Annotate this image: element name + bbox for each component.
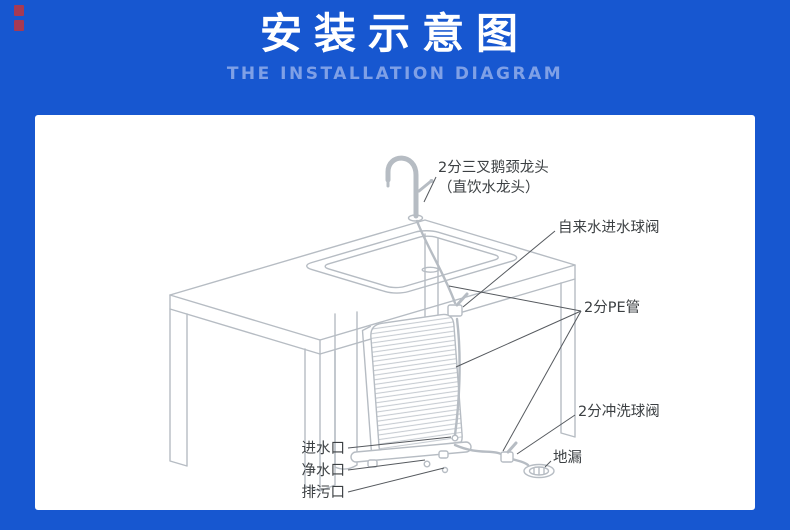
inlet-ball-valve: [447, 292, 469, 317]
leader-lines: [347, 176, 582, 493]
installation-drawing: 2分三叉鹅颈龙头 （直饮水龙头） 自来水进水球阀 2分PE管 2分冲洗球阀 地漏…: [169, 155, 660, 501]
label-port-in: 进水口: [302, 440, 346, 457]
label-port-drain: 排污口: [302, 484, 346, 501]
gooseneck-faucet: [385, 155, 434, 222]
header: 安装示意图 THE INSTALLATION DIAGRAM: [0, 0, 790, 84]
sink-drain-pillar: [334, 311, 358, 470]
pe-tube-inlet: [453, 317, 461, 437]
floor-drain: [523, 463, 555, 479]
watermark-mark: [14, 5, 24, 16]
water-purifier: [350, 313, 472, 474]
labels: 2分三叉鹅颈龙头 （直饮水龙头） 自来水进水球阀 2分PE管 2分冲洗球阀 地漏…: [302, 159, 660, 501]
label-inlet-valve: 自来水进水球阀: [558, 219, 660, 236]
label-faucet-line1: 2分三叉鹅颈龙头: [438, 159, 549, 176]
label-flush-valve: 2分冲洗球阀: [578, 403, 660, 420]
corner-watermark: [14, 5, 24, 31]
page-title: 安装示意图: [259, 9, 530, 58]
purifier-base: [350, 441, 472, 463]
pe-tube-faucet: [415, 219, 457, 305]
watermark-mark: [14, 20, 24, 31]
sink-basin: [300, 229, 523, 295]
label-port-clean: 净水口: [302, 462, 346, 479]
purifier-foot: [438, 450, 449, 459]
page-subtitle: THE INSTALLATION DIAGRAM: [226, 63, 564, 84]
flush-ball-valve: [500, 441, 518, 463]
drain-port: [441, 466, 449, 474]
label-pe-pipe: 2分PE管: [584, 299, 640, 316]
label-floor-drain: 地漏: [553, 449, 582, 466]
counter: [169, 219, 576, 492]
label-faucet-line2: （直饮水龙头）: [438, 179, 540, 196]
pe-tube-drain: [453, 443, 530, 467]
clean-water-port: [423, 460, 431, 468]
diagram-panel: 2分三叉鹅颈龙头 （直饮水龙头） 自来水进水球阀 2分PE管 2分冲洗球阀 地漏…: [35, 115, 755, 510]
